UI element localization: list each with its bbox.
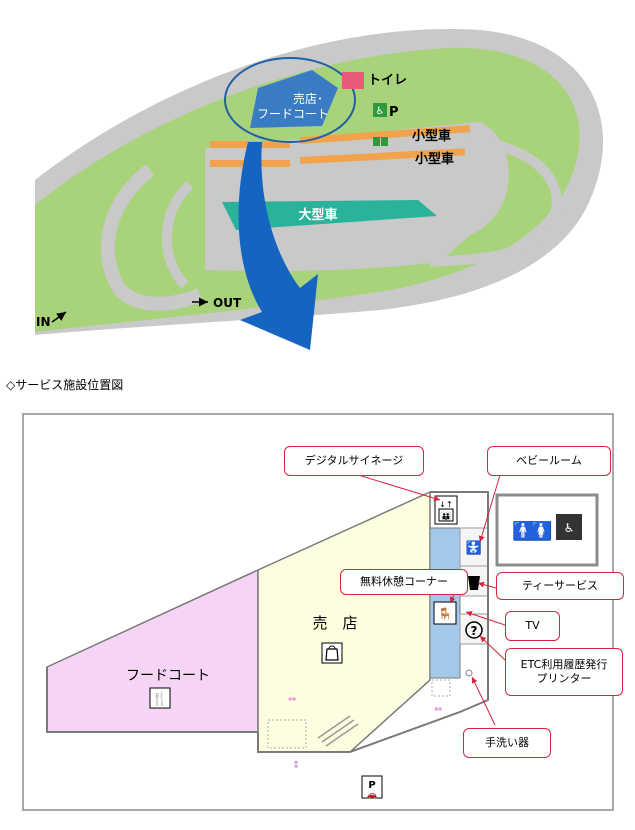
- wheelchair-icon: ♿: [376, 106, 385, 117]
- overview-map: ♿ 売店･ フードコート トイレ P 小型車 小型車 大型車 IN OUT: [35, 29, 604, 350]
- door-marker-icon: ⇕: [292, 760, 300, 771]
- question-icon: ?: [465, 621, 483, 639]
- large-parking-area: [222, 200, 437, 230]
- small-parking-row-1b: [300, 125, 471, 144]
- svg-text:🍴: 🍴: [152, 691, 168, 707]
- door-marker-icon: ⇔: [434, 704, 442, 715]
- fork-knife-icon: 🍴: [149, 687, 171, 709]
- door-marker-icon: ⇔: [288, 694, 296, 705]
- shopping-bag-icon: [321, 642, 343, 664]
- tea-service-callout: ティーサービス: [496, 572, 624, 600]
- svg-text:🪑: 🪑: [438, 607, 453, 621]
- printer-leader: [479, 635, 506, 661]
- small-parking-row-2b: [300, 148, 466, 164]
- parking-car-icon: P 🚗: [361, 775, 383, 799]
- hand-washer-callout: 手洗い器: [463, 728, 551, 758]
- small-car-label-1: 小型車: [412, 128, 451, 144]
- accessible-space-2: [381, 137, 388, 146]
- tea-cup-icon: [468, 576, 480, 590]
- svg-text:♿: ♿: [564, 521, 575, 535]
- store-area: [257, 490, 431, 753]
- highlight-circle: [224, 57, 356, 143]
- baby-room-leader: [478, 474, 501, 543]
- exit-box-right: [431, 679, 451, 697]
- tv-leader: [465, 611, 506, 626]
- store-label: 売 店: [312, 614, 357, 632]
- store-food-building: [250, 70, 338, 128]
- digital-signage-callout: デジタルサイネージ: [284, 446, 424, 476]
- svg-text:↓↑: ↓↑: [439, 500, 452, 509]
- svg-text:👪: 👪: [441, 511, 451, 521]
- etc-printer-line-1: ETC利用履歴発行: [520, 658, 608, 672]
- small-car-label-2: 小型車: [415, 151, 454, 167]
- accessible-space-1: [373, 137, 380, 146]
- ramp-left-inner: [161, 181, 194, 289]
- svg-text:🚹: 🚹: [512, 520, 534, 542]
- toilet-people-icon: 🚹 🚺: [512, 520, 552, 542]
- elevator-icon: ↓↑ 👪: [434, 495, 458, 525]
- rest-people-icon: 🪑: [433, 601, 457, 625]
- large-car-label: 大型車: [298, 207, 337, 223]
- baby-icon: 🚼: [466, 540, 482, 556]
- store-food-label-2: フードコート: [257, 107, 329, 121]
- toilet-label: トイレ: [368, 73, 407, 88]
- svg-text:🚗: 🚗: [367, 790, 377, 799]
- service-area-pavement: [205, 122, 509, 272]
- store-food-label-1: 売店･: [293, 91, 323, 106]
- accessible-sign: [373, 103, 387, 117]
- food-court-label: フードコート: [126, 668, 210, 684]
- parking-label: P: [389, 105, 399, 120]
- baby-room-callout: ベビールーム: [487, 446, 611, 476]
- hand-washer-marker: [465, 669, 473, 677]
- tea-leader: [477, 581, 497, 589]
- building-outline: [46, 491, 489, 753]
- in-arrow-icon: [51, 311, 67, 323]
- etc-printer-callout: ETC利用履歴発行 プリンター: [505, 648, 623, 696]
- toilet-building: [342, 72, 364, 89]
- accessible-toilet-icon: ♿: [556, 514, 582, 540]
- svg-text:🚼: 🚼: [466, 540, 482, 556]
- section-title: ◇サービス施設位置図: [6, 378, 124, 392]
- stairs-icon: [317, 715, 359, 747]
- rest-corner-callout: 無料休憩コーナー: [340, 569, 468, 595]
- big-blue-arrow: [238, 142, 318, 350]
- svg-text:P: P: [368, 780, 375, 791]
- stairs-box: [267, 719, 307, 749]
- tv-callout: TV: [505, 611, 560, 641]
- ramp-right: [429, 135, 562, 267]
- etc-printer-line-2: プリンター: [536, 672, 592, 685]
- svg-text:🚺: 🚺: [530, 520, 552, 542]
- out-label: OUT: [213, 296, 242, 310]
- in-label: IN: [36, 315, 51, 329]
- svg-text:?: ?: [471, 624, 478, 638]
- ramp-left: [100, 164, 203, 311]
- signage-leader: [354, 473, 441, 502]
- hand-washer-leader: [471, 676, 496, 726]
